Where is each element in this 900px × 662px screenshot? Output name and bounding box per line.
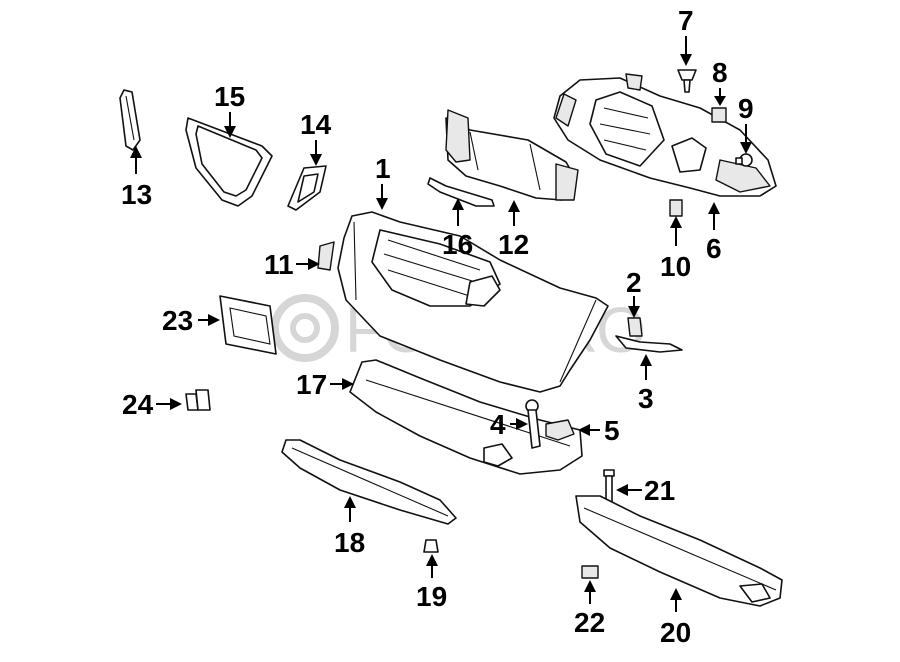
callout-24: 24 (122, 389, 154, 420)
callout-16: 16 (442, 229, 473, 260)
part-18-lower-reinforcement[interactable] (281, 439, 457, 525)
part-7-push-pin[interactable] (677, 69, 697, 93)
callout-21: 21 (644, 475, 675, 506)
callout-23: 23 (162, 305, 193, 336)
callout-17: 17 (296, 369, 327, 400)
callout-19: 19 (416, 581, 447, 612)
callout-10: 10 (660, 251, 691, 282)
callout-8: 8 (712, 57, 728, 88)
part-15-grille-surround[interactable] (185, 117, 273, 207)
callout-2: 2 (626, 267, 642, 298)
part-11-bracket[interactable] (317, 241, 335, 271)
callout-14: 14 (300, 109, 332, 140)
part-14-fog-bezel[interactable] (287, 165, 327, 211)
callout-4: 4 (490, 409, 506, 440)
part-22-nut[interactable] (581, 565, 599, 579)
part-12-absorber[interactable] (445, 109, 579, 201)
part-8-clip[interactable] (711, 107, 727, 123)
callout-11: 11 (264, 249, 294, 280)
part-20-skid-plate[interactable] (575, 495, 783, 607)
part-4-link[interactable] (525, 399, 541, 449)
part-17-lower-valance[interactable] (349, 359, 583, 475)
part-5-bracket[interactable] (545, 419, 575, 441)
callout-7: 7 (678, 5, 694, 36)
callout-3: 3 (638, 383, 654, 414)
part-1-bumper-cover[interactable] (337, 211, 609, 393)
callout-1: 1 (375, 153, 391, 184)
callout-labels: 13 15 14 1 16 12 7 8 9 10 6 11 23 2 3 17… (121, 5, 754, 648)
callout-12: 12 (498, 229, 529, 260)
callout-5: 5 (604, 415, 620, 446)
part-3-side-bracket[interactable] (615, 335, 683, 353)
part-9-screw[interactable] (735, 153, 753, 167)
callout-13: 13 (121, 179, 152, 210)
callout-20: 20 (660, 617, 691, 648)
part-6-reinforcement[interactable] (553, 73, 777, 197)
leader-arrows (130, 36, 752, 612)
callout-6: 6 (706, 233, 722, 264)
callout-22: 22 (574, 607, 605, 638)
callout-15: 15 (214, 81, 245, 112)
part-2-clip[interactable] (627, 317, 643, 337)
part-16-center-strip[interactable] (427, 177, 495, 207)
callout-18: 18 (334, 527, 365, 558)
callout-9: 9 (738, 93, 754, 124)
part-23-license-bracket[interactable] (219, 295, 277, 355)
part-19-clip[interactable] (423, 539, 439, 553)
part-24-push-fastener[interactable] (185, 389, 211, 411)
part-10-nut-clip[interactable] (669, 199, 683, 217)
